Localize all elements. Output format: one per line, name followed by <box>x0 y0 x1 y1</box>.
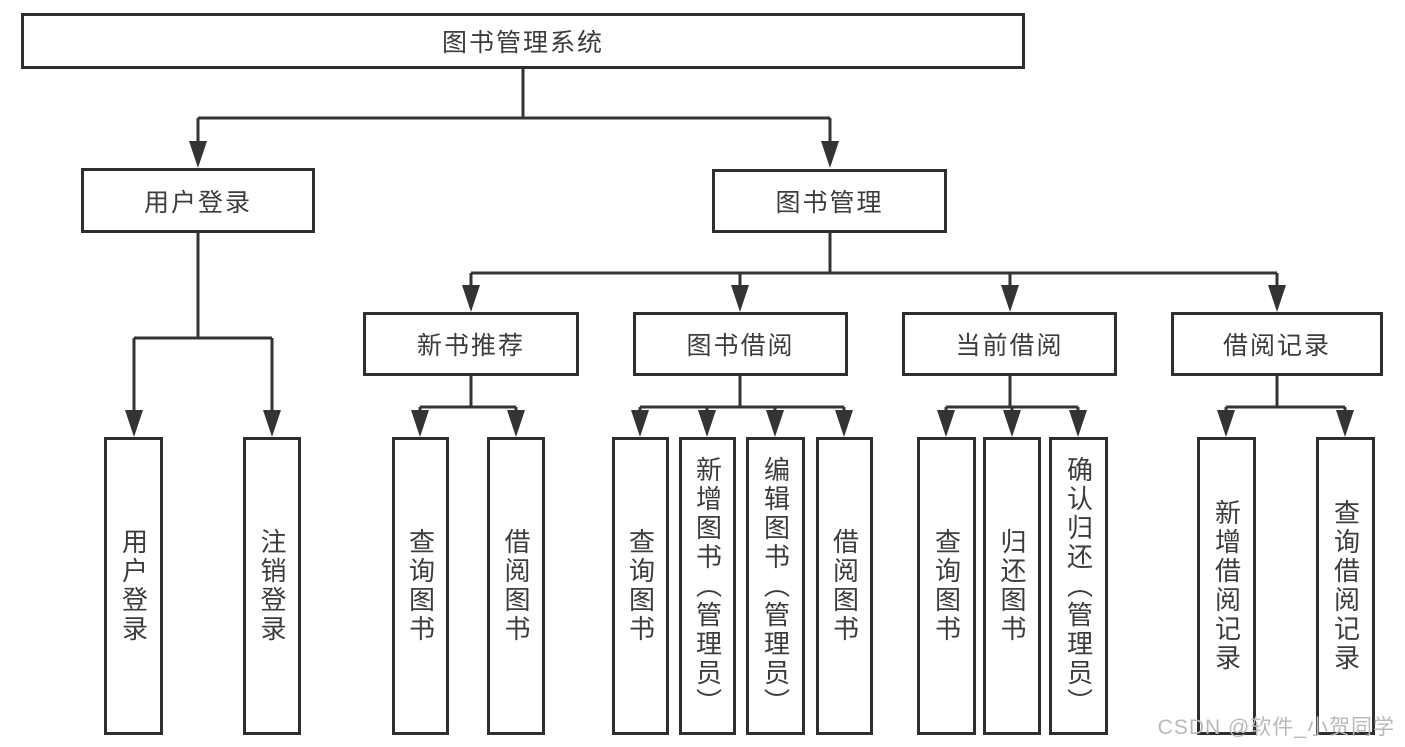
csdn-watermark: CSDN @软件_小贺同学 <box>1157 716 1395 739</box>
node-root-label: 图书管理系统 <box>441 29 604 57</box>
leaf-add-borrow-record-label: 新增借阅记录 <box>1211 499 1242 673</box>
node-current-borrow: 当前借阅 <box>902 312 1117 376</box>
leaf-add-borrow-record: 新增借阅记录 <box>1197 437 1256 735</box>
node-book-management-label: 图书管理 <box>775 189 884 217</box>
node-book-management: 图书管理 <box>712 169 947 233</box>
leaf-query-book-2-label: 查询图书 <box>625 528 656 644</box>
leaf-query-book-3: 查询图书 <box>917 437 976 735</box>
leaf-query-book-3-label: 查询图书 <box>931 528 962 644</box>
leaf-user-login: 用户登录 <box>104 437 163 735</box>
leaf-return-book: 归还图书 <box>983 437 1041 735</box>
leaf-confirm-return-admin: 确认归还（管理员） <box>1049 437 1108 735</box>
leaf-add-book-admin-label: 新增图书（管理员） <box>692 455 723 717</box>
leaf-edit-book-admin-label: 编辑图书（管理员） <box>760 455 791 717</box>
leaf-logout-label: 注销登录 <box>257 528 287 644</box>
node-borrow-record: 借阅记录 <box>1171 312 1383 376</box>
node-new-book-recommend: 新书推荐 <box>363 312 579 376</box>
node-new-book-recommend-label: 新书推荐 <box>416 332 525 360</box>
leaf-logout: 注销登录 <box>243 437 301 735</box>
leaf-query-book-1-label: 查询图书 <box>405 528 436 644</box>
node-borrow-record-label: 借阅记录 <box>1222 332 1331 360</box>
leaf-query-borrow-record: 查询借阅记录 <box>1316 437 1375 735</box>
leaf-edit-book-admin: 编辑图书（管理员） <box>746 437 805 735</box>
node-current-borrow-label: 当前借阅 <box>955 332 1064 360</box>
leaf-user-login-label: 用户登录 <box>118 528 149 644</box>
node-book-borrow-label: 图书借阅 <box>686 332 795 360</box>
node-user-login-label: 用户登录 <box>143 188 252 217</box>
node-root: 图书管理系统 <box>21 13 1025 69</box>
node-user-login: 用户登录 <box>81 168 315 233</box>
arrowheads <box>125 141 1354 437</box>
leaf-query-borrow-record-label: 查询借阅记录 <box>1330 499 1361 673</box>
leaf-borrow-book-2: 借阅图书 <box>816 437 873 735</box>
leaf-return-book-label: 归还图书 <box>997 528 1027 644</box>
leaf-confirm-return-admin-label: 确认归还（管理员） <box>1063 455 1094 717</box>
leaf-borrow-book-1-label: 借阅图书 <box>501 528 531 644</box>
leaf-borrow-book-2-label: 借阅图书 <box>829 528 860 644</box>
leaf-query-book-2: 查询图书 <box>612 437 669 735</box>
leaf-borrow-book-1: 借阅图书 <box>487 437 545 735</box>
leaf-query-book-1: 查询图书 <box>392 437 449 735</box>
leaf-add-book-admin: 新增图书（管理员） <box>679 437 736 735</box>
node-book-borrow: 图书借阅 <box>633 312 848 376</box>
